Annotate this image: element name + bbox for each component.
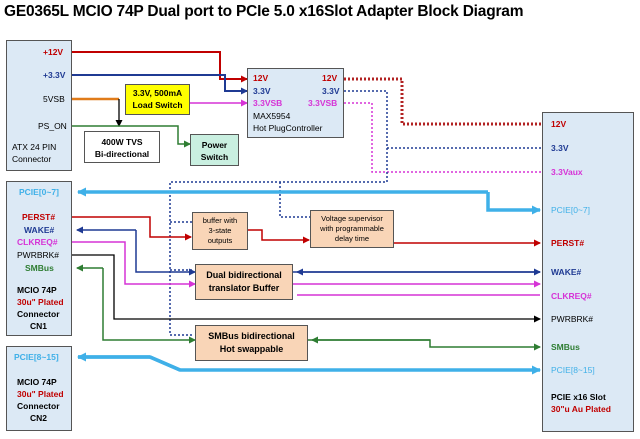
slot-3v3aux: 3.3Vaux	[551, 167, 583, 177]
slot-pwrbrk: PWRBRK#	[551, 314, 594, 324]
wire-wake	[76, 226, 541, 276]
cn1-wake: WAKE#	[24, 225, 55, 235]
cn1-perst: PERST#	[22, 212, 56, 222]
atx-pin-5vsb: 5VSB	[43, 94, 65, 104]
cn1-clkreq: CLKREQ#	[17, 237, 58, 247]
wire-pwrbrk	[72, 254, 541, 323]
wire-ps-on	[72, 125, 191, 148]
wire-3v3	[72, 74, 248, 95]
slot-wake: WAKE#	[551, 267, 582, 277]
atx-pin-ps-on: PS_ON	[38, 121, 67, 131]
slot-3v3: 3.3V	[551, 143, 569, 153]
atx-name-line1: ATX 24 PIN	[12, 142, 57, 152]
wire-3v3aux-to-slot	[344, 102, 542, 173]
tristate-buffer-line1: buffer with	[202, 216, 238, 225]
cn1-name-line2: 30u" Plated	[17, 297, 64, 307]
max5954-out-12v: 12V	[322, 73, 338, 83]
cn1-name-line1: MCIO 74P	[17, 285, 57, 295]
cn2-name-line3: Connector	[17, 401, 60, 411]
max5954-in-3v3sb: 3.3VSB	[253, 98, 283, 108]
translator-line1: Dual bidirectional	[206, 270, 282, 280]
atx-pin-12v: +12V	[43, 47, 64, 57]
wire-pcie-0-7	[77, 187, 541, 215]
cn1-pwrbrk: PWRBRK#	[17, 250, 60, 260]
tristate-buffer-line3: outputs	[207, 236, 233, 245]
max5954-out-3v3: 3.3V	[322, 86, 340, 96]
slot-name-line2: 30"u Au Plated	[551, 404, 611, 414]
smbus-buffer-line1: SMBus bidirectional	[208, 331, 295, 341]
smbus-buffer-line2: Hot swappable	[219, 344, 284, 354]
slot-pcie-8-15: PCIE[8~15]	[551, 365, 595, 375]
translator-line2: translator Buffer	[208, 283, 280, 293]
cn1-name-line4: CN1	[30, 321, 48, 331]
wire-5vsb	[72, 97, 123, 127]
cn2-name-line1: MCIO 74P	[17, 377, 57, 387]
wire-12v	[72, 51, 248, 83]
load-switch-line2: Load Switch	[132, 100, 183, 110]
slot-pcie-0-7: PCIE[0~7]	[551, 205, 590, 215]
pcie-slot-box	[542, 112, 634, 432]
cn1-smbus: SMBus	[25, 263, 54, 273]
wire-smbus	[76, 264, 541, 351]
power-switch-box: Power Switch	[190, 134, 239, 166]
wire-3v3-to-slot	[344, 90, 542, 149]
slot-smbus: SMBus	[551, 342, 580, 352]
cn2-name-line4: CN2	[30, 413, 48, 423]
slot-clkreq: CLKREQ#	[551, 291, 592, 301]
cn2-name-line2: 30u" Plated	[17, 389, 64, 399]
wire-perst	[72, 216, 541, 247]
supervisor-line1: Voltage supervisor	[321, 214, 383, 223]
slot-12v: 12V	[551, 119, 567, 129]
slot-name-line1: PCIE x16 Slot	[551, 392, 606, 402]
supervisor-line3: delay time	[334, 234, 370, 243]
wire-clkreq	[72, 241, 541, 296]
max5954-box	[247, 68, 344, 138]
translator-buffer-box: Dual bidirectional translator Buffer	[195, 264, 293, 300]
cn1-connector-box	[6, 181, 72, 336]
cn1-pcie: PCIE[0~7]	[19, 187, 59, 197]
load-switch-box: 3.3V, 500mA Load Switch	[125, 84, 190, 115]
max5954-in-12v: 12V	[253, 73, 269, 83]
cn2-pcie: PCIE[8~15]	[14, 352, 59, 362]
wire-pcie-8-15	[77, 352, 541, 375]
tvs-box: 400W TVS Bi-directional	[84, 131, 160, 163]
max5954-name-line1: MAX5954	[253, 111, 291, 121]
tvs-line2: Bi-directional	[94, 149, 150, 159]
max5954-in-3v3: 3.3V	[253, 86, 271, 96]
atx-name-line2: Connector	[12, 154, 52, 164]
smbus-buffer-box: SMBus bidirectional Hot swappable	[195, 325, 308, 361]
max5954-out-3v3sb: 3.3VSB	[308, 98, 338, 108]
voltage-supervisor-box: Voltage supervisor with programmable del…	[310, 210, 394, 248]
cn2-connector-box	[6, 346, 72, 431]
cn1-name-line3: Connector	[17, 309, 60, 319]
tristate-buffer-box: buffer with 3-state outputs	[192, 212, 248, 250]
diagram-title: GE0365L MCIO 74P Dual port to PCIe 5.0 x…	[4, 3, 524, 20]
tristate-buffer-line2: 3-state	[208, 226, 232, 235]
slot-perst: PERST#	[551, 238, 585, 248]
supervisor-line2: with programmable	[320, 224, 384, 233]
wire-12v-to-slot	[344, 77, 542, 126]
atx-pin-3v3: +3.3V	[43, 70, 66, 80]
load-switch-line1: 3.3V, 500mA	[132, 88, 183, 98]
max5954-name-line2: Hot PlugController	[253, 123, 323, 133]
atx-connector-box	[6, 40, 72, 171]
power-switch-line2: Switch	[200, 152, 229, 162]
tvs-line1: 400W TVS	[101, 137, 143, 147]
power-switch-line1: Power	[201, 140, 228, 150]
